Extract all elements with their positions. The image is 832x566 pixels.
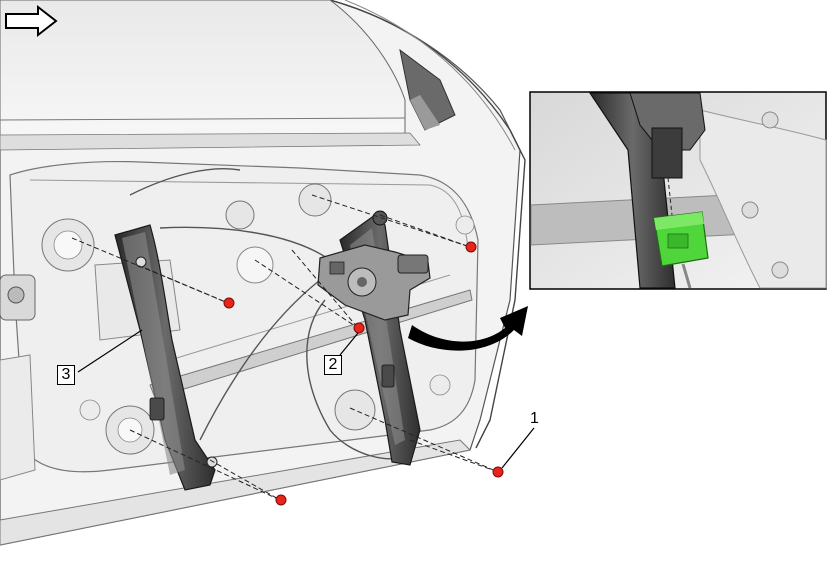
callout-1: 1 xyxy=(530,410,539,427)
rear-regulator-rail xyxy=(114,224,218,491)
front-direction-arrow-icon xyxy=(5,4,58,38)
door-hinge-area xyxy=(0,274,472,546)
fastener-dot-icon xyxy=(465,241,477,253)
fasteners xyxy=(223,241,504,506)
electrical-connector xyxy=(653,211,709,267)
inset-detail-view xyxy=(529,91,827,290)
fastener-dot-icon xyxy=(492,466,504,478)
fastener-dot-icon xyxy=(353,322,365,334)
regulator-cables xyxy=(129,168,411,460)
callout-3: 3 xyxy=(57,365,75,385)
callout-leaders xyxy=(77,329,535,469)
mirror-mount xyxy=(399,48,456,131)
curved-arrow-icon xyxy=(408,306,528,351)
fastener-leader-lines xyxy=(71,194,499,501)
door-glass xyxy=(0,0,421,151)
callout-2: 2 xyxy=(324,355,342,375)
fastener-dot-icon xyxy=(223,297,235,309)
fastener-dot-icon xyxy=(275,494,287,506)
window-motor xyxy=(317,244,431,321)
